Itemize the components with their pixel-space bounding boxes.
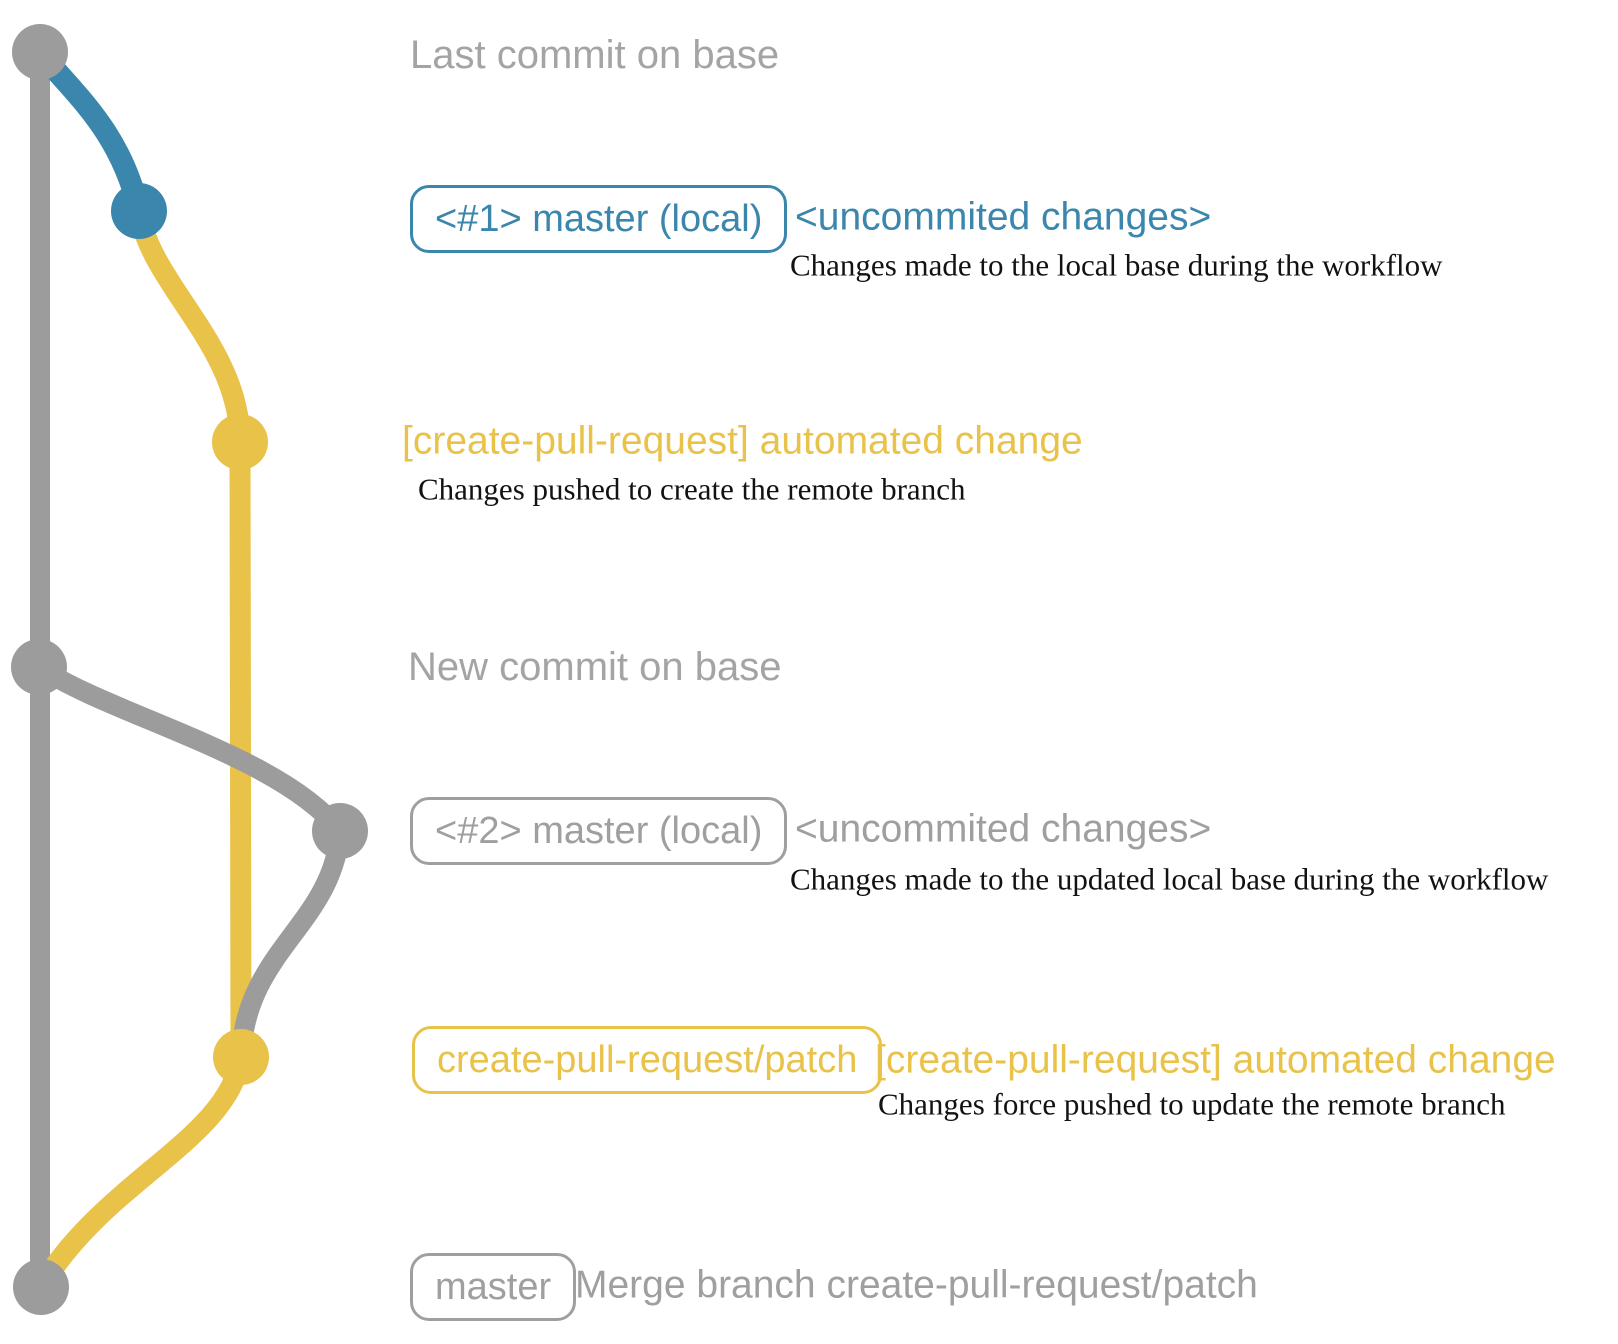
label-automated-change-2: [create-pull-request] automated change <box>875 1038 1556 1082</box>
updated-local-branch-line <box>29 657 350 841</box>
description-uncommitted-changes-2: Changes made to the updated local base d… <box>790 861 1549 897</box>
label-merge-message: Merge branch create-pull-request/patch <box>575 1263 1258 1307</box>
description-automated-change-2: Changes force pushed to update the remot… <box>878 1086 1506 1122</box>
label-automated-change-1: [create-pull-request] automated change <box>402 419 1083 463</box>
commit-node-new-base <box>11 639 67 695</box>
commit-node-automated-2 <box>213 1029 269 1085</box>
commit-node-automated-1 <box>212 414 268 470</box>
badge-patch-branch: create-pull-request/patch <box>412 1026 883 1094</box>
local-master-branch-line <box>29 41 150 222</box>
git-graph <box>11 24 368 1315</box>
commit-node-merge <box>13 1259 69 1315</box>
badge-master-local-1: <#1> master (local) <box>410 185 788 253</box>
label-uncommitted-changes-2: <uncommited changes> <box>795 807 1212 851</box>
caption-last-commit-on-base: Last commit on base <box>410 33 780 77</box>
badge-master-local-2: <#2> master (local) <box>410 797 788 865</box>
badge-master: master <box>410 1253 577 1321</box>
label-uncommitted-changes-1: <uncommited changes> <box>795 195 1212 239</box>
commit-node-last-base <box>12 24 68 80</box>
commit-node-uncommitted-2 <box>312 803 368 859</box>
description-automated-change-1: Changes pushed to create the remote bran… <box>418 471 966 507</box>
description-uncommitted-changes-1: Changes made to the local base during th… <box>790 247 1443 283</box>
caption-new-commit-on-base: New commit on base <box>408 645 782 689</box>
force-push-line <box>231 821 350 1067</box>
commit-node-uncommitted-1 <box>111 183 167 239</box>
